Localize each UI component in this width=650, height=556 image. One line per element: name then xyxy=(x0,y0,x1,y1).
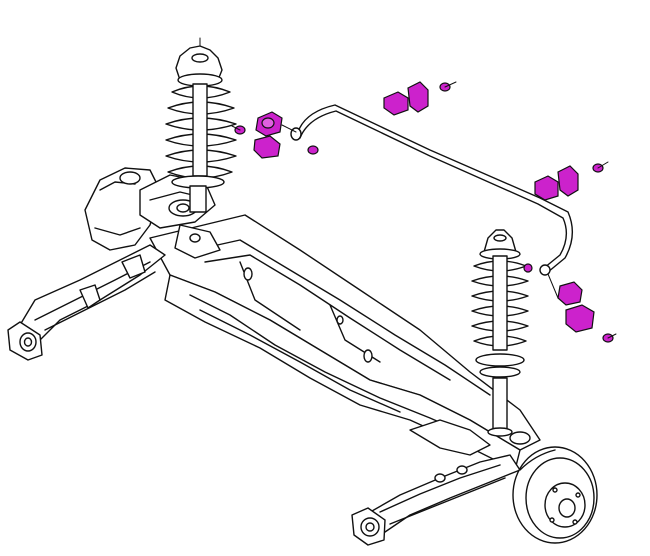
right-link-bolt xyxy=(523,263,533,273)
left-coil-spring-strut xyxy=(165,37,237,213)
hardware-bolts xyxy=(231,81,617,339)
left-link-nut xyxy=(307,145,319,155)
right-coil-spring-strut xyxy=(471,229,529,437)
left-trailing-arm xyxy=(7,244,166,361)
right-trailing-arm xyxy=(351,419,531,546)
right-stabilizer-link-upper xyxy=(557,281,583,306)
stabilizer-bar xyxy=(290,104,573,276)
rear-axle-beam xyxy=(149,214,541,471)
highlighted-components xyxy=(234,81,614,343)
stabilizer-bushing-right-upper xyxy=(383,91,409,116)
stabilizer-bracket-right-lower xyxy=(557,165,579,197)
right-stabilizer-link-lower xyxy=(565,304,595,333)
stabilizer-bushing-right-lower xyxy=(534,175,559,201)
right-brake-drum-hub xyxy=(512,446,598,544)
left-stabilizer-link-lower xyxy=(253,135,281,159)
left-stabilizer-link-upper-eye xyxy=(261,117,275,129)
stabilizer-bracket-right-upper xyxy=(407,81,429,113)
